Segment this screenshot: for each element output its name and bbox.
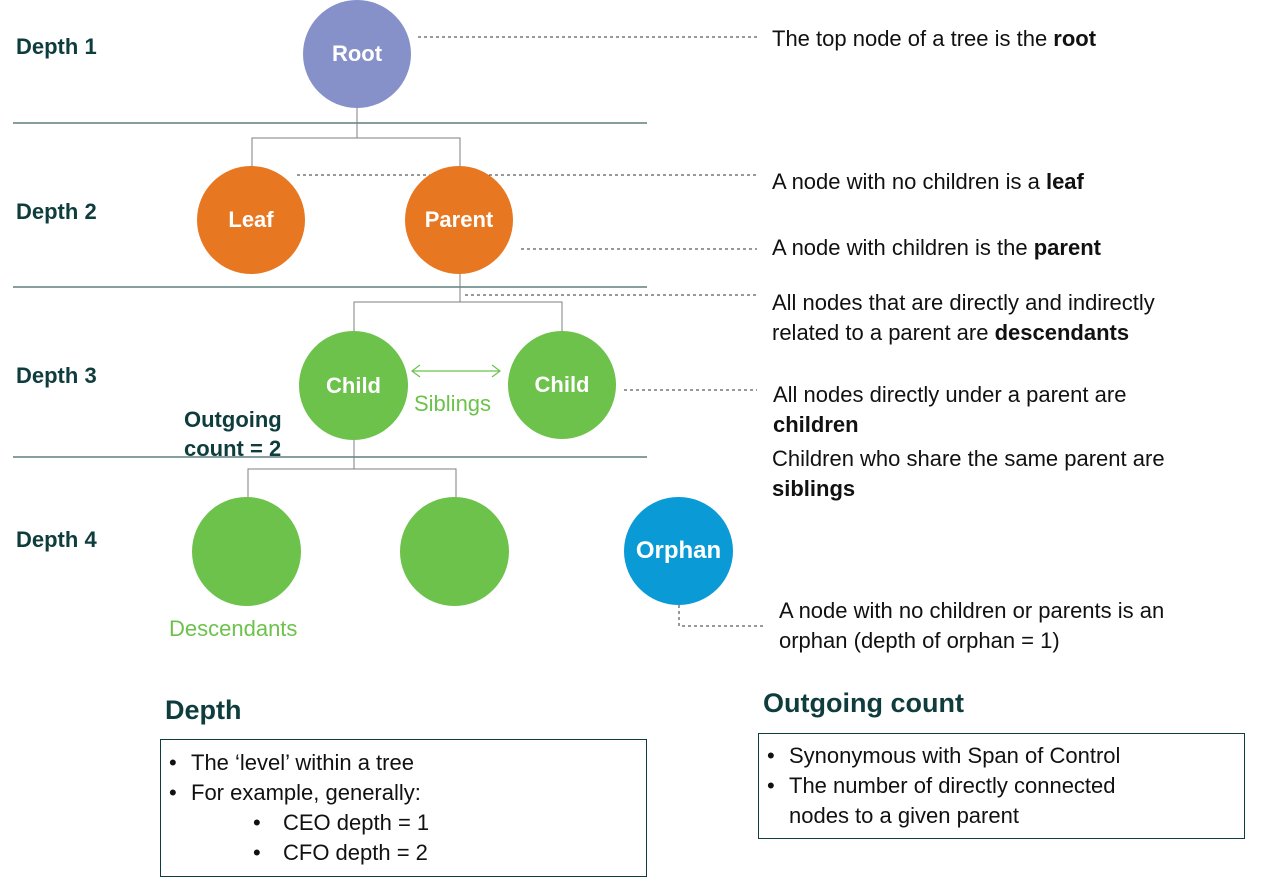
children-description: All nodes directly under a parent are ch…	[773, 382, 1127, 437]
root-node: Root	[303, 0, 411, 108]
list-item: CEO depth = 1	[161, 808, 646, 838]
leaf-description: A node with no children is a leaf	[772, 169, 1084, 194]
siblings-description: Children who share the same parent are s…	[772, 446, 1165, 501]
list-item: For example, generally:	[161, 778, 646, 808]
orphan-description: A node with no children or parents is an…	[779, 598, 1165, 653]
outgoing-definition-box: Synonymous with Span of Control The numb…	[758, 733, 1245, 839]
child-node-right: Child	[508, 331, 616, 439]
list-item: The ‘level’ within a tree	[161, 748, 646, 778]
siblings-label: Siblings	[414, 391, 492, 416]
orphan-node: Orphan	[624, 497, 733, 605]
depth-bullet-list: The ‘level’ within a tree For example, g…	[161, 748, 646, 868]
descendants-description: All nodes that are directly and indirect…	[772, 290, 1155, 345]
depth-definition-box: The ‘level’ within a tree For example, g…	[160, 739, 647, 877]
connector-level2	[251, 137, 461, 166]
depth-label-2: Depth 2	[16, 199, 97, 224]
child-node-left: Child	[299, 331, 408, 440]
outgoing-count-line2: count = 2	[184, 436, 282, 461]
connector-level3	[353, 301, 563, 331]
leaf-node: Leaf	[197, 166, 305, 274]
descendants-label: Descendants	[169, 616, 298, 641]
outgoing-section-title: Outgoing count	[763, 688, 964, 718]
connector-level4	[247, 468, 457, 497]
outgoing-count-annotation: Outgoing count = 2	[184, 405, 282, 463]
depth-section-title: Depth	[165, 695, 242, 725]
root-description: The top node of a tree is the root	[772, 26, 1097, 51]
list-item: CFO depth = 2	[161, 838, 646, 868]
pointer-orphan	[678, 605, 763, 627]
parent-node: Parent	[405, 166, 513, 274]
grandchild-node-right	[400, 497, 509, 606]
depth-label-1: Depth 1	[16, 34, 97, 59]
depth-label-3: Depth 3	[16, 363, 97, 388]
outgoing-count-line1: Outgoing	[184, 407, 282, 432]
list-item: Synonymous with Span of Control	[759, 741, 1244, 771]
depth-label-4: Depth 4	[16, 527, 97, 552]
parent-description: A node with children is the parent	[772, 235, 1101, 260]
grandchild-node-left	[192, 497, 301, 606]
outgoing-bullet-list: Synonymous with Span of Control The numb…	[759, 741, 1244, 831]
